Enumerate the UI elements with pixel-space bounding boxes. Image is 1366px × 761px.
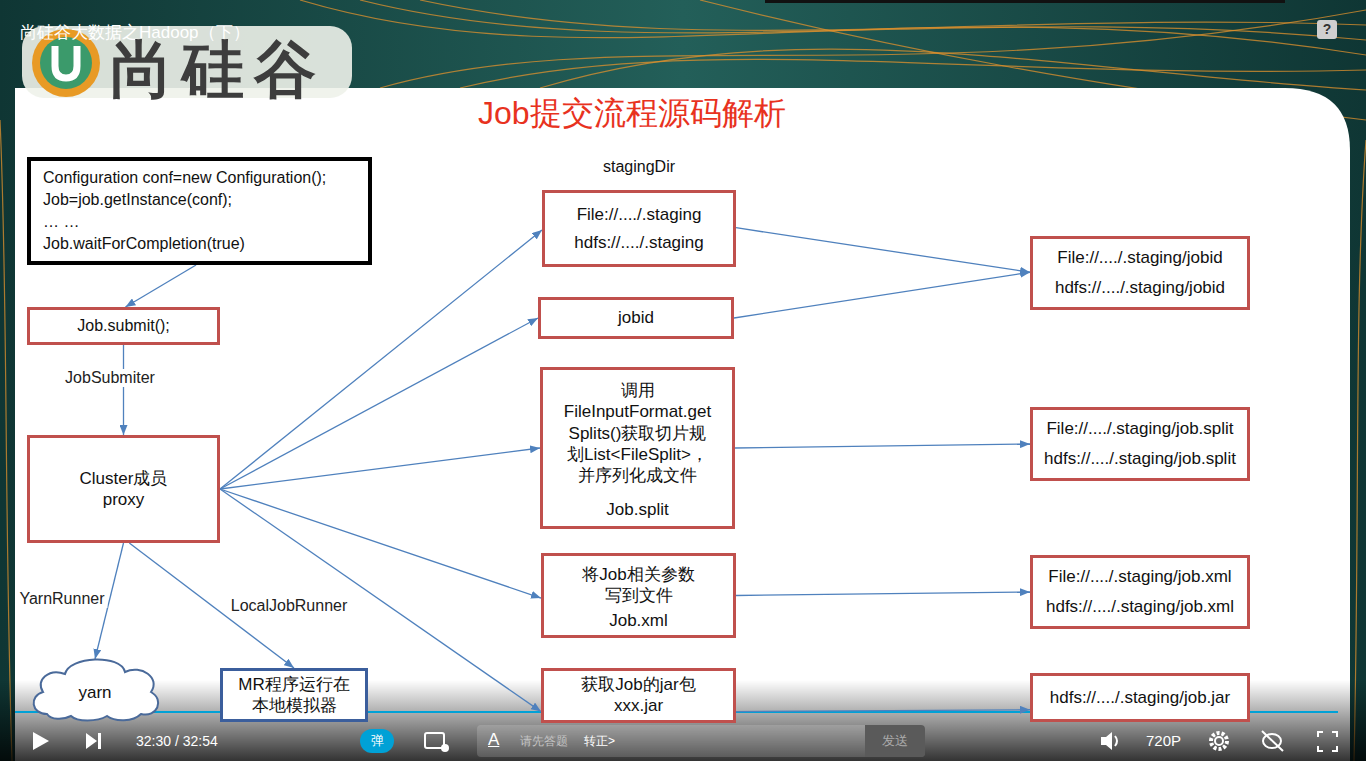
- node-text: jobid: [618, 307, 654, 328]
- node-text: 转正>: [584, 734, 615, 749]
- process-box: MR程序运行在 本地模拟器: [220, 668, 368, 722]
- quality-label: 720P: [1146, 732, 1181, 749]
- process-box: Job.submit();: [27, 307, 220, 345]
- node-text: hdfs://..../.staging/job.xml: [1046, 596, 1234, 617]
- cloud-path: [34, 659, 159, 720]
- node-text: ?: [1323, 21, 1332, 39]
- settings-gear-hub: [1215, 737, 1223, 745]
- node-text: File://..../.staging/job.split: [1046, 418, 1233, 439]
- connector-arrow: [736, 228, 1030, 273]
- edge-label: JobSubmiter: [62, 369, 158, 387]
- node-text: Configuration conf=new Configuration();: [43, 168, 326, 188]
- connector-arrow: [220, 489, 541, 598]
- node-text: Job.waitForCompletion(true): [43, 234, 245, 254]
- node-text: 发送: [882, 733, 908, 749]
- node-text: Job.submit();: [77, 316, 169, 336]
- node-text: File://..../.staging/job.xml: [1048, 566, 1231, 587]
- connector-arrow: [220, 318, 538, 489]
- streak: [420, 0, 1366, 30]
- code-box: Configuration conf=new Configuration();J…: [27, 157, 372, 265]
- node-text: 请先答题: [520, 734, 568, 749]
- node-text: Job.split: [606, 499, 668, 520]
- volume-wave: [1115, 736, 1117, 746]
- node-text: 获取Job的jar包: [581, 674, 695, 695]
- node-text: hdfs://..../.staging/jobid: [1055, 277, 1225, 298]
- node-text: Job=job.getInstance(conf);: [43, 190, 232, 210]
- streak: [300, 0, 1366, 55]
- node-text: … …: [43, 212, 79, 232]
- node-text: hdfs://..../.staging/job.jar: [1050, 687, 1230, 708]
- help-button: ?: [1317, 20, 1337, 39]
- process-box: jobid: [538, 297, 734, 339]
- play-icon: [33, 732, 49, 750]
- top-bar: [765, 0, 1285, 3]
- process-box: 调用 FileInputFormat.get Splits()获取切片规 划Li…: [540, 367, 735, 529]
- file-box: File://..../.staging/jobid hdfs://..../.s…: [1030, 236, 1250, 310]
- process-box: 获取Job的jar包xxx.jar: [541, 668, 736, 723]
- node-text: 将Job相关参数 写到文件: [573, 564, 705, 607]
- edge-label: LocalJobRunner: [228, 597, 351, 615]
- streak: [380, 10, 1366, 88]
- settings-gear: [1211, 733, 1227, 749]
- node-text: hdfs://..../.staging/job.split: [1044, 448, 1236, 469]
- file-box: hdfs://..../.staging/job.jar: [1030, 673, 1250, 722]
- node-text: File://..../.staging/jobid: [1057, 247, 1222, 268]
- connector-arrow: [736, 592, 1030, 596]
- file-box: File://..../.staging/job.xml hdfs://..../…: [1030, 555, 1250, 629]
- connector-arrow: [220, 448, 540, 489]
- node-text: Cluster成员 proxy: [68, 468, 180, 511]
- node-text: Job.xml: [609, 610, 668, 631]
- big-play-button: [1272, 621, 1330, 665]
- connector-arrow: [125, 265, 196, 307]
- logo-core: [40, 37, 92, 89]
- file-box: File://..../.staging/job.split hdfs://...…: [1030, 407, 1250, 481]
- danmaku-settings-gear: [441, 744, 449, 752]
- slide-title: Job提交流程源码解析: [478, 92, 786, 136]
- connector-arrow: [734, 272, 1030, 318]
- connector-arrow: [220, 230, 542, 489]
- box-heading: stagingDir: [603, 157, 675, 177]
- streak: [540, 49, 1366, 90]
- danmaku-toggle: 弹: [360, 729, 394, 753]
- volume-icon: [1101, 732, 1112, 750]
- next-icon-bar: [98, 733, 101, 749]
- fullscreen-icon: [1318, 732, 1337, 751]
- connector-arrow: [736, 710, 1030, 712]
- process-box: 将Job相关参数 写到文件 Job.xml: [541, 553, 736, 638]
- connector-arrow: [735, 444, 1030, 448]
- node-text: yarn: [78, 682, 111, 703]
- danmaku-settings-icon: [425, 733, 444, 748]
- time-display: 32:30 / 32:54: [136, 733, 218, 749]
- node-text: 弹: [371, 733, 384, 749]
- loop-slash: [1262, 731, 1283, 751]
- node-text: MR程序运行在 本地模拟器: [231, 674, 357, 717]
- node-text: File://..../.staging: [577, 204, 702, 225]
- next-icon: [86, 733, 97, 749]
- node-text: 调用 FileInputFormat.get Splits()获取切片规 划Li…: [557, 380, 719, 486]
- send-button: 发送: [865, 725, 925, 757]
- streak: [1354, 140, 1366, 761]
- streak: [360, 0, 1366, 40]
- big-play-icon: [1293, 632, 1312, 654]
- process-box: Cluster成员 proxy: [27, 435, 220, 543]
- cloud-shape: yarn: [25, 650, 165, 722]
- logo-u: [55, 46, 77, 78]
- slide-panel: [15, 88, 1350, 761]
- connector-arrow: [123, 345, 124, 435]
- node-text: hdfs://..../.staging: [574, 232, 703, 253]
- danmaku-input: 请先答题 转正> 发送: [477, 725, 925, 757]
- streak: [0, 120, 12, 761]
- logo-text: 尚硅谷: [110, 28, 326, 112]
- process-box: stagingDirFile://..../.staginghdfs://...…: [542, 190, 736, 267]
- node-text: xxx.jar: [614, 695, 663, 716]
- edge-label: YarnRunner: [16, 590, 107, 608]
